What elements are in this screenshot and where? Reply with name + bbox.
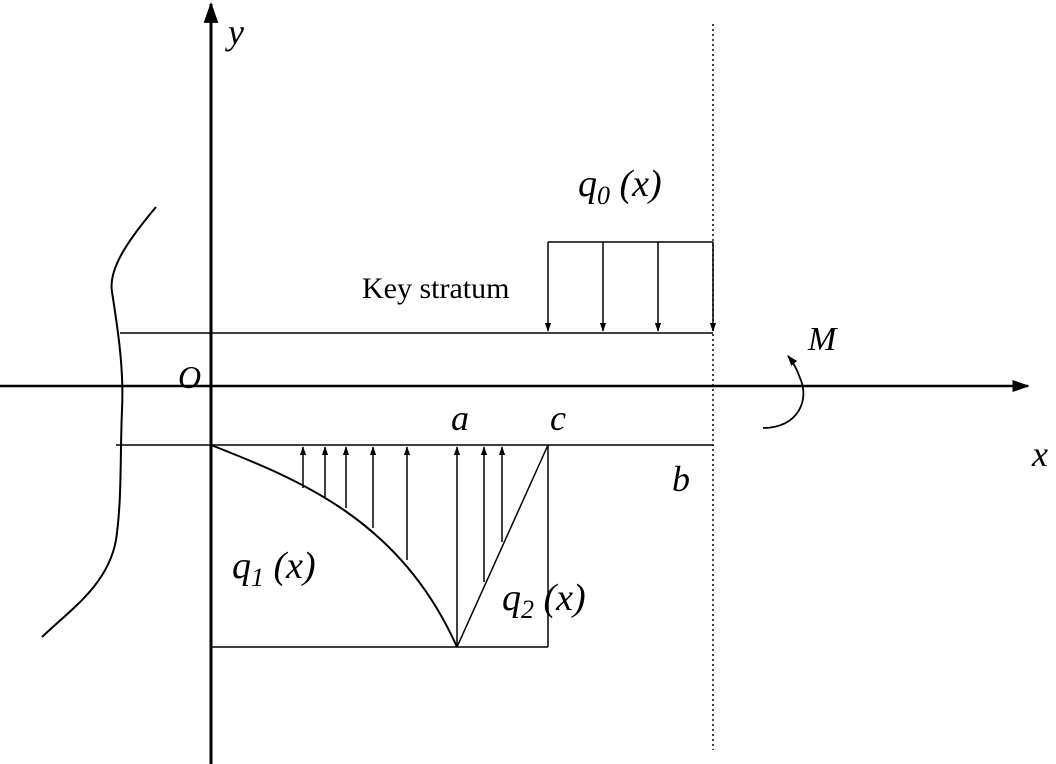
q0-load <box>544 241 717 332</box>
support-region <box>210 444 549 648</box>
q0-arg: (x) <box>610 163 662 205</box>
origin-label: O <box>178 359 201 395</box>
q2-arg: (x) <box>534 577 586 619</box>
support-arrows <box>299 446 506 645</box>
q1-base: q <box>232 545 251 587</box>
q2-label: q2 (x) <box>502 577 586 624</box>
q2-base: q <box>502 577 521 619</box>
point-a-label: a <box>451 398 469 438</box>
q1-label: q1 (x) <box>232 545 316 592</box>
point-c-label: c <box>550 398 566 438</box>
x-axis-label: x <box>1031 434 1048 474</box>
q0-sub: 0 <box>597 181 610 210</box>
moment-label: M <box>807 321 838 358</box>
q0-label: q0 (x) <box>578 163 662 210</box>
point-b-label: b <box>672 459 690 499</box>
q1-sub: 1 <box>251 563 264 592</box>
q1-arg: (x) <box>264 545 316 587</box>
key-stratum-label: Key stratum <box>362 272 509 305</box>
q0-base: q <box>578 163 597 205</box>
moment-arrow <box>762 355 805 429</box>
y-axis-label: y <box>225 12 244 52</box>
break-line <box>41 206 157 638</box>
q2-sub: 2 <box>521 595 534 624</box>
